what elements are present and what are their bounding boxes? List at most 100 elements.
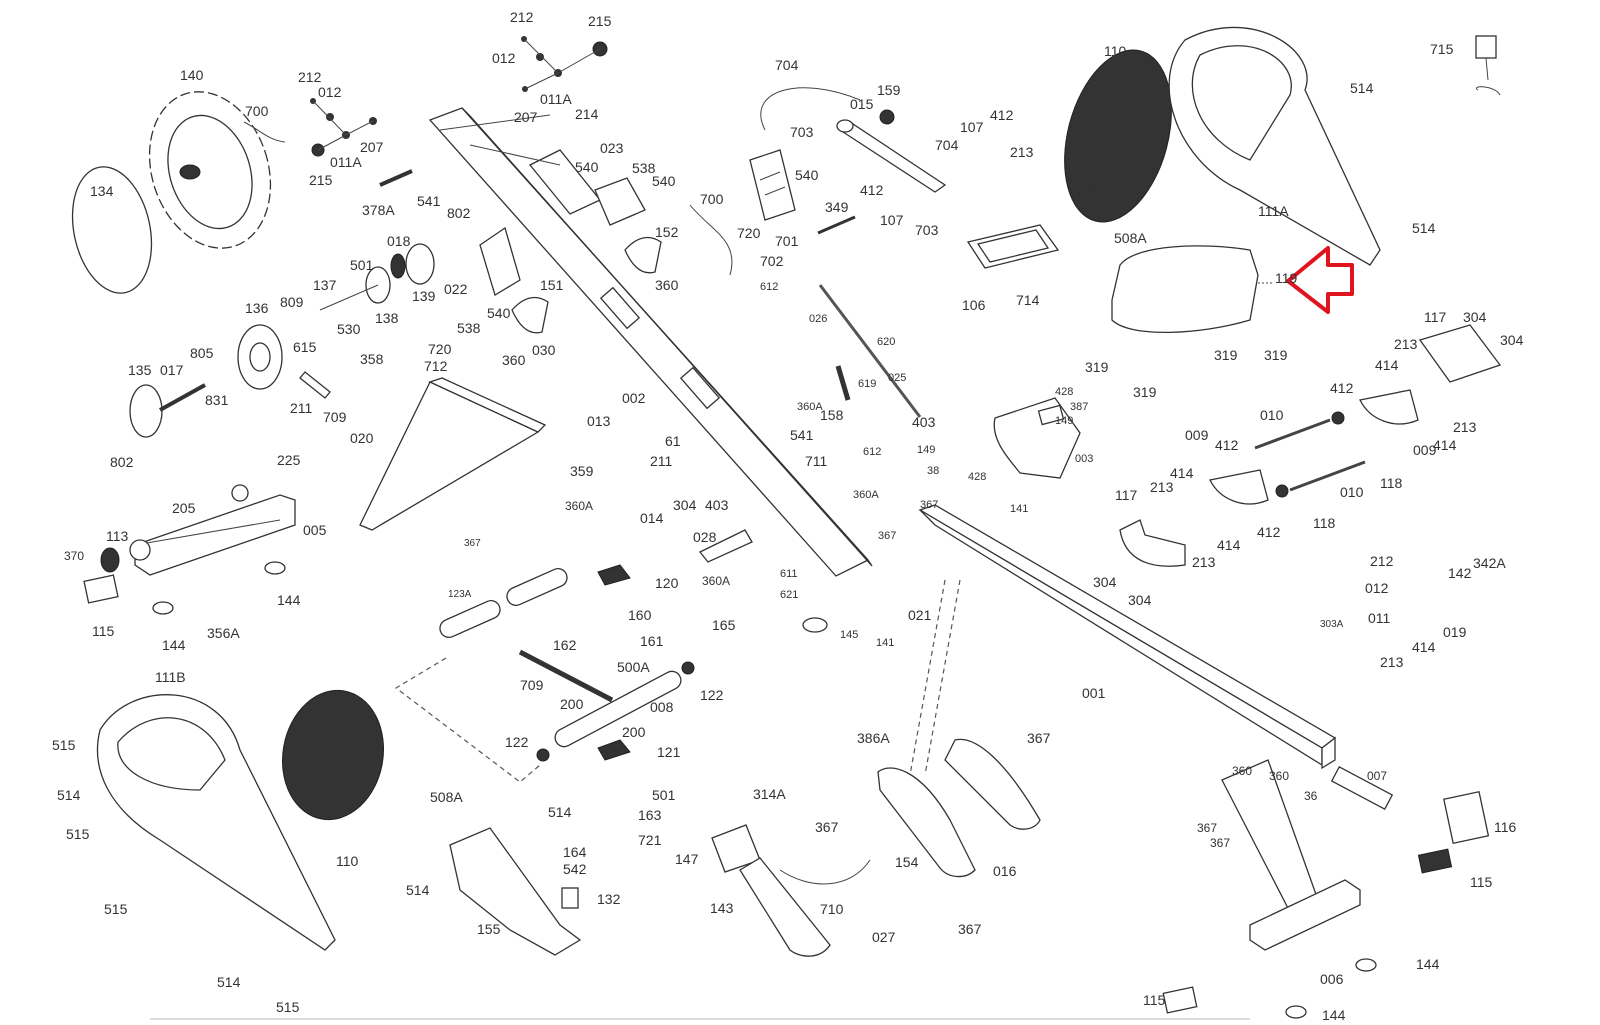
part-label: 538 — [632, 160, 656, 176]
part-labels: 140 700 134 212 012 207 011A 215 378A 21… — [52, 9, 1524, 1023]
fan-cover-110-bottom — [281, 689, 385, 821]
part-label: 515 — [104, 901, 128, 917]
part-label: 151 — [540, 277, 564, 293]
part-label: 017 — [160, 362, 184, 378]
part-label: 508A — [1114, 230, 1147, 246]
part-label: 412 — [1215, 437, 1239, 453]
part-label: 360 — [1232, 764, 1252, 778]
part-label: 367 — [1210, 836, 1230, 850]
part-label: 540 — [652, 173, 676, 189]
part-label: 154 — [895, 854, 919, 870]
part-label: 36 — [1304, 789, 1318, 803]
rod-026 — [818, 284, 922, 418]
drive-belt-134 — [71, 166, 153, 294]
cable-702 — [689, 204, 733, 276]
part-label: 358 — [360, 351, 384, 367]
part-label: 515 — [52, 737, 76, 753]
part-label: 009 — [1185, 427, 1209, 443]
part-label: 38 — [927, 465, 939, 477]
part-label: 001 — [1082, 685, 1106, 701]
part-label: 349 — [825, 199, 849, 215]
part-label: 709 — [323, 409, 347, 425]
roller-bracket-009a — [1359, 389, 1419, 425]
part-label: 163 — [638, 807, 662, 823]
bracket-028 — [698, 529, 753, 563]
part-label: 619 — [858, 378, 876, 390]
part-label: 134 — [90, 183, 114, 199]
part-label: 149 — [917, 444, 935, 456]
cap-132 — [561, 887, 579, 909]
part-label: 414 — [1170, 465, 1194, 481]
part-label: 304 — [1500, 332, 1524, 348]
part-label: 028 — [693, 529, 717, 545]
part-label: 304 — [1463, 309, 1487, 325]
part-label: 720 — [428, 341, 452, 357]
roller-118a — [1331, 411, 1345, 425]
hardware-cluster-left — [310, 98, 377, 157]
spring-619 — [835, 365, 851, 401]
part-label: 161 — [640, 633, 664, 649]
part-label: 030 — [532, 342, 556, 358]
part-label: 135 — [128, 362, 152, 378]
axle-010a — [1254, 418, 1331, 450]
strap-dashed — [394, 657, 541, 783]
part-label: 215 — [588, 13, 612, 29]
part-label: 540 — [795, 167, 819, 183]
part-label: 304 — [1093, 574, 1117, 590]
part-label: 367 — [815, 819, 839, 835]
part-label: 612 — [863, 446, 881, 458]
bracket-030b — [624, 236, 662, 274]
part-label: 213 — [1192, 554, 1216, 570]
part-label: 412 — [990, 107, 1014, 123]
part-label: 514 — [1412, 220, 1436, 236]
part-label: 514 — [406, 882, 430, 898]
part-label: 106 — [962, 297, 986, 313]
wire-704 — [760, 87, 861, 131]
part-label: 704 — [775, 57, 799, 73]
part-label: 115 — [1143, 992, 1166, 1008]
part-label: 500A — [617, 659, 650, 675]
part-label: 412 — [1257, 524, 1281, 540]
part-label: 386A — [857, 730, 890, 746]
part-label: 612 — [760, 281, 778, 293]
part-label: 303A — [1320, 619, 1344, 630]
hardware-cluster-top — [521, 36, 608, 92]
part-label: 107 — [880, 212, 904, 228]
part-label: 360 — [1269, 769, 1289, 783]
part-label: 805 — [190, 345, 214, 361]
part-label: 205 — [172, 500, 196, 516]
part-label: 139 — [412, 288, 436, 304]
part-label: 120 — [655, 575, 679, 591]
strap-710 — [779, 859, 871, 885]
roller-bracket-009b — [1209, 469, 1269, 505]
foot-strap-143 — [739, 857, 831, 957]
part-label: 360A — [702, 574, 730, 588]
part-label: 319 — [1214, 347, 1238, 363]
part-label: 360A — [565, 499, 593, 513]
part-label: 403 — [705, 497, 729, 513]
part-label: 542 — [563, 861, 587, 877]
part-label: 164 — [563, 844, 587, 860]
part-label: 113 — [106, 528, 129, 544]
handlebar-008 — [536, 661, 695, 762]
part-label: 367 — [464, 538, 481, 549]
part-label: 014 — [640, 510, 664, 526]
sensor-wire-700 — [243, 121, 286, 143]
handle-grip-123A — [439, 567, 568, 639]
part-label: 213 — [1453, 419, 1477, 435]
part-label: 152 — [655, 224, 679, 240]
part-label: 304 — [1128, 592, 1152, 608]
part-label: 508A — [430, 789, 463, 805]
shaft-017 — [159, 383, 206, 412]
part-label: 514 — [1350, 80, 1374, 96]
part-label: 61 — [665, 433, 681, 449]
cover-155 — [449, 827, 582, 956]
part-label: 387 — [1070, 401, 1088, 413]
part-label: 360 — [655, 277, 679, 293]
bearing-018 — [390, 253, 406, 279]
rod-378A — [379, 169, 413, 187]
footrest-016 — [877, 738, 1041, 878]
part-label: 701 — [775, 233, 799, 249]
part-label: 414 — [1217, 537, 1241, 553]
